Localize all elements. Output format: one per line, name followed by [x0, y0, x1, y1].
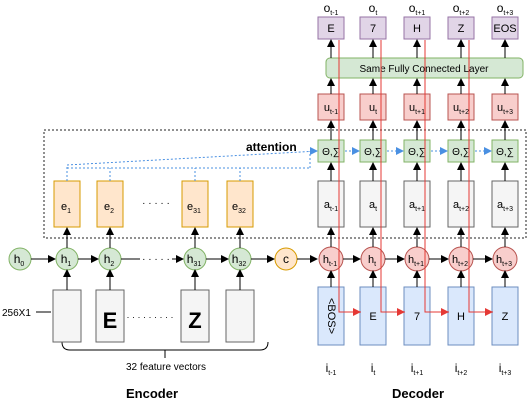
output-label: ot-1	[324, 1, 339, 17]
feature-vector-box	[180, 289, 210, 343]
feature-vectors-label: 32 feature vectors	[126, 362, 206, 373]
input-index-label: it+3	[499, 361, 512, 377]
feedback-line	[380, 40, 405, 313]
attention-op-label: Θ,∑	[364, 147, 382, 158]
u-label: ut+3	[497, 102, 513, 116]
output-char-label: Z	[458, 23, 465, 35]
encoder-e-label: e32	[232, 201, 246, 215]
input-box	[359, 286, 387, 346]
feedback-line	[468, 40, 493, 313]
decoder-hidden-label: ht	[368, 254, 376, 268]
input-box	[317, 286, 345, 346]
u-label: ut-1	[324, 102, 338, 116]
encoder-e-box	[226, 180, 254, 228]
decoder-title: Decoder	[392, 386, 444, 401]
input-char-label: Z	[502, 311, 509, 323]
e-dots: · · · · ·	[142, 198, 170, 209]
attention-label: attention	[246, 140, 297, 154]
feature-char-glyph: Z	[188, 308, 201, 333]
fc-layer-label: Same Fully Connected Layer	[360, 64, 490, 75]
output-label: ot	[369, 1, 378, 17]
h0-label: h0	[14, 252, 25, 268]
encoder-hidden-label: h1	[61, 252, 72, 268]
attention-op-label: Θ,∑	[322, 147, 340, 158]
a-label: at	[369, 199, 377, 213]
a-box	[447, 180, 475, 228]
u-box	[359, 93, 387, 121]
output-label: ot+2	[453, 1, 470, 17]
encoder-dots: · · · · ·	[142, 254, 170, 265]
u-label: ut+1	[409, 102, 425, 116]
input-char-label: E	[369, 311, 376, 323]
output-char-label: 7	[370, 23, 376, 35]
context-label: c	[283, 252, 289, 266]
input-index-label: it+2	[455, 361, 468, 377]
feature-vector-box	[52, 289, 82, 343]
output-char-label: EOS	[493, 23, 516, 35]
input-index-label: it	[371, 361, 376, 377]
a-label: at+1	[409, 199, 425, 213]
a-box	[491, 180, 519, 228]
attention-region	[43, 129, 527, 239]
decoder-hidden-label: ht-1	[323, 254, 337, 268]
input-bos-label: <BOS>	[325, 298, 337, 334]
encoder-hidden-label: h2	[104, 252, 115, 268]
u-box	[447, 93, 475, 121]
encoder-hidden-label: h32	[232, 252, 247, 268]
a-label: at+2	[453, 199, 469, 213]
u-box	[403, 93, 431, 121]
input-char-label: H	[457, 311, 465, 323]
feature-dim-label: 256X1	[2, 308, 31, 319]
u-box	[317, 93, 345, 121]
u-label: ut	[369, 102, 377, 116]
feature-char-glyph: E	[103, 308, 118, 333]
u-box	[491, 93, 519, 121]
output-char-label: H	[413, 23, 421, 35]
output-label: ot+1	[409, 1, 426, 17]
output-char-label: E	[327, 23, 334, 35]
decoder-hidden-label: ht+1	[408, 254, 424, 268]
input-index-label: it-1	[326, 361, 337, 377]
output-label: ot+3	[497, 1, 514, 17]
encoder-e-label: e31	[187, 201, 201, 215]
feature-vectors-bracket	[61, 341, 269, 351]
encoder-e-label: e1	[61, 201, 71, 215]
a-label: at+3	[497, 199, 513, 213]
attention-op-label: Θ,∑	[452, 147, 470, 158]
feedback-line	[338, 40, 361, 313]
a-label: at-1	[324, 199, 338, 213]
decoder-hidden-label: ht+2	[452, 254, 468, 268]
decoder-hidden-label: ht+3	[496, 254, 512, 268]
encoder-e-box	[181, 180, 209, 228]
feature-vector-box	[225, 289, 255, 343]
attention-feed-line	[66, 150, 319, 181]
attention-op-label: Θ,∑	[408, 147, 426, 158]
encoder-title: Encoder	[126, 386, 178, 401]
input-index-label: it+1	[411, 361, 424, 377]
encoder-hidden-label: h31	[187, 252, 202, 268]
encoder-e-label: e2	[104, 201, 114, 215]
input-box	[403, 286, 431, 346]
feedback-line	[424, 40, 449, 313]
input-char-label: 7	[414, 311, 420, 323]
input-box	[447, 286, 475, 346]
attention-op-label: Θ,∑	[496, 147, 514, 158]
feature-dots: · · · · · · · · ·	[127, 312, 174, 322]
a-box	[317, 180, 345, 228]
a-box	[403, 180, 431, 228]
u-label: ut+2	[453, 102, 469, 116]
